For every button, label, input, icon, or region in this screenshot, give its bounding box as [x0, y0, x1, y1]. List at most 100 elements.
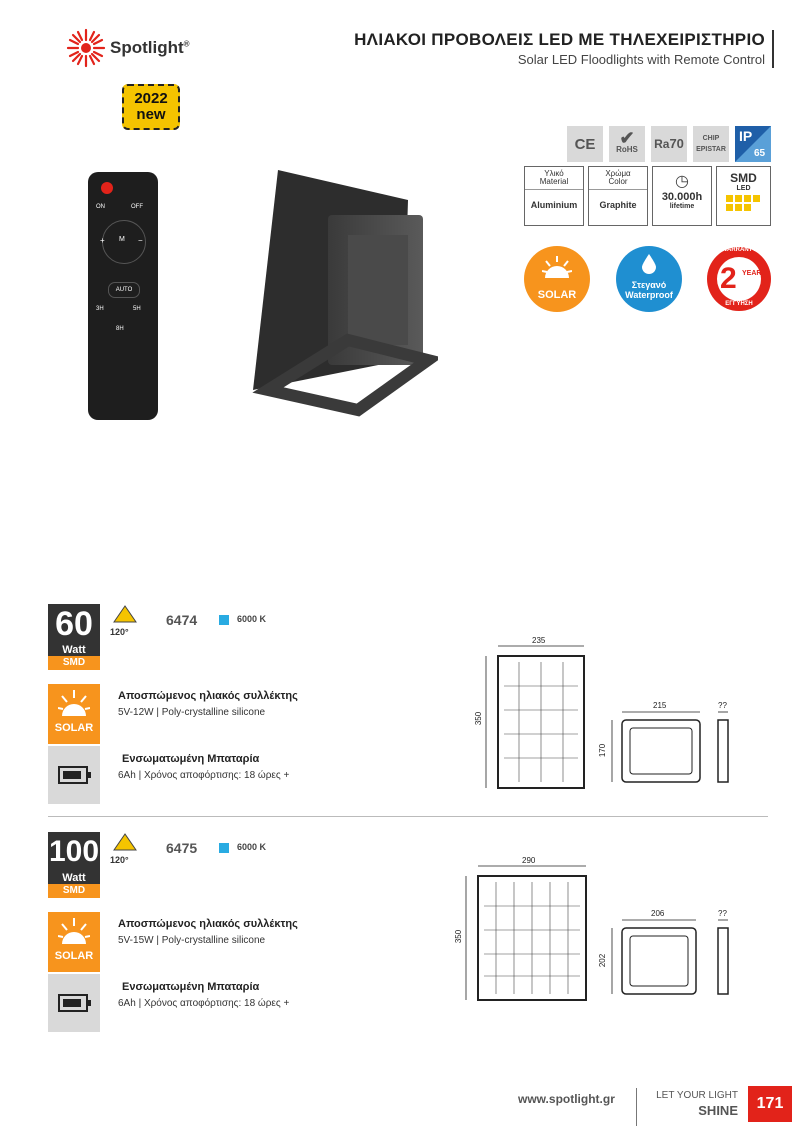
- remote-control-image: ON OFF + M − AUTO 3H 5H 8H: [88, 172, 158, 420]
- smd-label: SMD: [730, 171, 757, 185]
- battery-title: Ενσωματωμένη Μπαταρία: [122, 981, 260, 993]
- beam-angle-badge: 120°: [110, 832, 140, 865]
- lamp-depth: ??: [718, 909, 727, 918]
- smd-tag: SMD: [48, 884, 100, 898]
- smd-tag: SMD: [48, 656, 100, 670]
- chip-l1: CHIP: [702, 135, 720, 142]
- smd-spec: SMD LED: [716, 166, 771, 226]
- led-chips-icon: [725, 195, 760, 211]
- wattage-unit: Watt: [62, 872, 86, 884]
- chip-icon: CHIP EPISTAR: [693, 126, 729, 162]
- solar-panel-drawing: [465, 865, 587, 1001]
- waterproof-label-en: Waterproof: [625, 290, 673, 300]
- solar-panel-spec: 5V-15W | Poly-crystalline silicone: [118, 935, 266, 946]
- brand-name: Spotlight®: [110, 38, 190, 58]
- material-value: Aluminium: [530, 200, 578, 210]
- panel-width: 235: [532, 636, 546, 645]
- ra-icon: Ra70: [651, 126, 687, 162]
- remote-8h-label: 8H: [116, 326, 124, 332]
- sun-icon: [58, 918, 90, 944]
- footer-url[interactable]: www.spotlight.gr: [518, 1092, 615, 1106]
- panel-height: 350: [474, 711, 484, 726]
- material-label-gr: Υλικό: [544, 169, 564, 178]
- brand-text: Spotlight: [110, 38, 184, 57]
- warranty-top-text: WARRANTY: [721, 247, 757, 253]
- badge-new: new: [136, 106, 166, 123]
- new-2022-badge: 2022 new: [122, 84, 180, 130]
- ip-label: IP: [739, 128, 753, 144]
- beam-angle-icon: [113, 605, 137, 623]
- wattage-unit: Watt: [62, 644, 86, 656]
- wattage-badge-100: 100 Watt SMD: [48, 832, 100, 898]
- lifetime-spec: ◷ 30.000h lifetime: [652, 166, 712, 226]
- product-code: 6475: [166, 840, 198, 856]
- warranty-bottom-text: ΕΓΓΥΗΣΗ: [725, 301, 753, 307]
- ip-value: 65: [754, 148, 766, 159]
- beam-angle-icon: [113, 833, 137, 851]
- title-divider: [772, 30, 774, 68]
- rohs-icon: ✔ RoHS: [609, 126, 645, 162]
- solar-panel-title: Αποσπώμενος ηλιακός συλλέκτης: [118, 690, 298, 702]
- beam-angle-value: 120°: [110, 627, 129, 637]
- lamp-dimension-drawing: 206 202 ??: [598, 908, 748, 998]
- remote-plus-label: +: [100, 236, 105, 245]
- material-label-en: Material: [539, 177, 569, 186]
- chip-l2: EPISTAR: [696, 146, 726, 153]
- battery-spec: 6Ah | Χρόνος αποφόρτισης: 18 ώρες +: [118, 998, 290, 1009]
- ra-value: 70: [669, 136, 684, 151]
- brand-logo: [66, 28, 106, 73]
- remote-5h-label: 5H: [133, 306, 141, 312]
- remote-on-label: ON: [96, 204, 105, 210]
- solar-label: SOLAR: [54, 950, 94, 962]
- lamp-dimension-drawing: 215 170 ??: [598, 700, 748, 790]
- panel-dimension-drawing: 235 350: [474, 636, 606, 796]
- remote-m-label: M: [119, 236, 125, 243]
- panel-width: 290: [522, 856, 536, 865]
- floodlight-image: [252, 170, 438, 417]
- battery-icon: [58, 766, 91, 784]
- lamp-height: 202: [598, 953, 608, 968]
- ip65-triangle-icon: [735, 126, 771, 162]
- footer-divider: [636, 1088, 637, 1126]
- lamp-width: 215: [653, 701, 667, 710]
- lamp-depth: ??: [718, 701, 727, 710]
- color-label-en: Color: [608, 177, 628, 186]
- color-value: Graphite: [599, 200, 637, 210]
- battery-icon: [58, 994, 91, 1012]
- sun-icon: [58, 690, 90, 716]
- badge-year: 2022: [134, 90, 168, 107]
- color-temperature: 6000 K: [237, 842, 267, 852]
- warranty-badge: WARRANTY 2 YEAR ΕΓΓΥΗΣΗ: [706, 246, 772, 312]
- page-title-en: Solar LED Floodlights with Remote Contro…: [517, 52, 765, 67]
- lamp-width: 206: [651, 909, 665, 918]
- solar-panel-spec: 5V-12W | Poly-crystalline silicone: [118, 707, 266, 718]
- color-temp-swatch: [219, 615, 229, 625]
- ce-icon: CE: [567, 126, 603, 162]
- remote-auto-label: AUTO: [108, 282, 140, 298]
- solar-badge-label: SOLAR: [537, 289, 577, 301]
- remote-dpad: [102, 220, 146, 264]
- brand-reg: ®: [183, 39, 190, 49]
- panel-height: 350: [454, 929, 464, 944]
- page-number: 171: [748, 1086, 792, 1122]
- wattage-badge-60: 60 Watt SMD: [48, 604, 100, 670]
- battery-box: [48, 746, 100, 804]
- warranty-seal-icon: [707, 247, 771, 311]
- rohs-label: RoHS: [616, 145, 638, 154]
- color-temp-swatch: [219, 843, 229, 853]
- footer-slogan-line1: LET YOUR LIGHT: [656, 1090, 738, 1101]
- water-drop-icon: [642, 254, 656, 274]
- solar-panel-drawing: [485, 645, 585, 789]
- sun-icon: [542, 256, 572, 278]
- wattage-value: 100: [48, 835, 100, 868]
- lamp-drawing: [611, 711, 729, 783]
- remote-minus-label: −: [138, 236, 143, 245]
- ra-label: Ra: [654, 137, 670, 151]
- panel-dimension-drawing: 290 350: [454, 856, 596, 1006]
- spotlight-logo-icon: [66, 28, 106, 68]
- warranty-word: YEAR: [742, 270, 762, 277]
- color-temperature: 6000 K: [237, 614, 267, 624]
- beam-angle-badge: 120°: [110, 604, 140, 637]
- product-code: 6474: [166, 612, 198, 628]
